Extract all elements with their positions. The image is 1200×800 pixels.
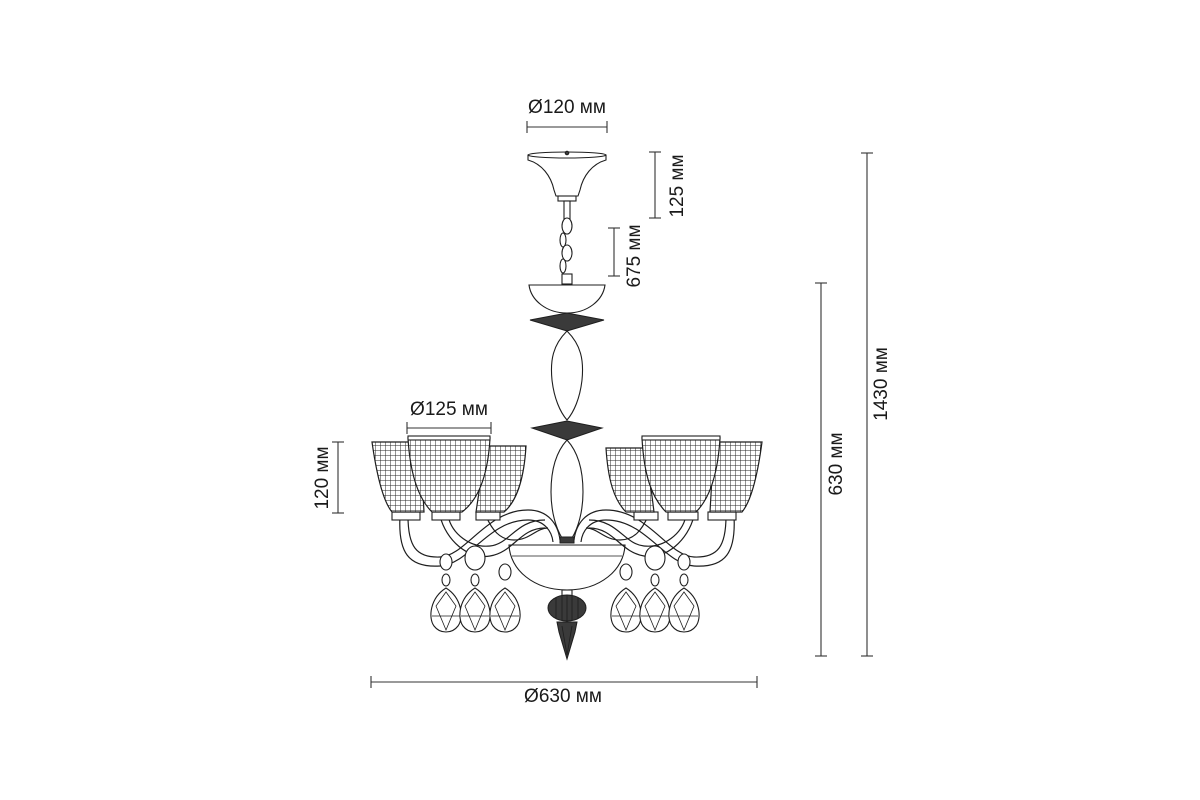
shade-left-inner [475,445,527,513]
canopy-height-label: 125 мм [667,154,688,217]
canopy-diameter-label: Ø120 мм [528,97,606,118]
shade-diameter-label: Ø125 мм [410,399,488,420]
chain-length-label: 675 мм [624,224,645,287]
upper-cup [528,284,606,314]
shade-left-front [407,437,491,513]
chain [559,200,573,285]
shade-right-front [641,437,721,513]
total-height-label: 1430 мм [871,347,892,421]
finial [547,589,587,661]
shade-right-back [709,441,763,513]
central-bowl [508,544,626,591]
shades [371,435,763,513]
shade-height-label: 120 мм [312,446,333,509]
crystal-pendants [430,545,700,633]
lower-star-ring [530,420,604,441]
body-height-label: 630 мм [826,432,847,495]
chandelier-illustration [371,150,763,661]
shade-right-inner [605,447,655,513]
upper-stem [550,330,584,421]
lower-stem [550,439,584,539]
canopy [527,150,607,202]
upper-star-ring [529,312,605,332]
dimension-lines [332,121,873,688]
candle-cups [391,511,737,521]
total-diameter-label: Ø630 мм [524,686,602,707]
